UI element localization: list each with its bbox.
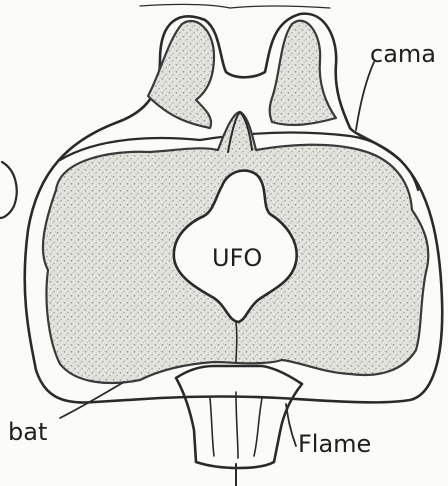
label-cama: cama [370, 40, 436, 68]
flame-leader-line [286, 404, 296, 446]
top-sketch-line [140, 4, 330, 8]
label-ufo: UFO [212, 244, 262, 272]
left-edge-curve [0, 162, 17, 218]
flame-housing [176, 366, 302, 468]
label-bat: bat [8, 418, 47, 446]
cama-leader-line [356, 62, 374, 130]
label-flame: Flame [298, 430, 371, 458]
right-ear-shading [270, 21, 336, 125]
left-ear-shading [148, 21, 214, 128]
flame-streak-mid [236, 392, 238, 458]
flame-streak-right [254, 398, 262, 456]
flame-streak-left [210, 398, 214, 456]
center-ridge [236, 322, 237, 362]
